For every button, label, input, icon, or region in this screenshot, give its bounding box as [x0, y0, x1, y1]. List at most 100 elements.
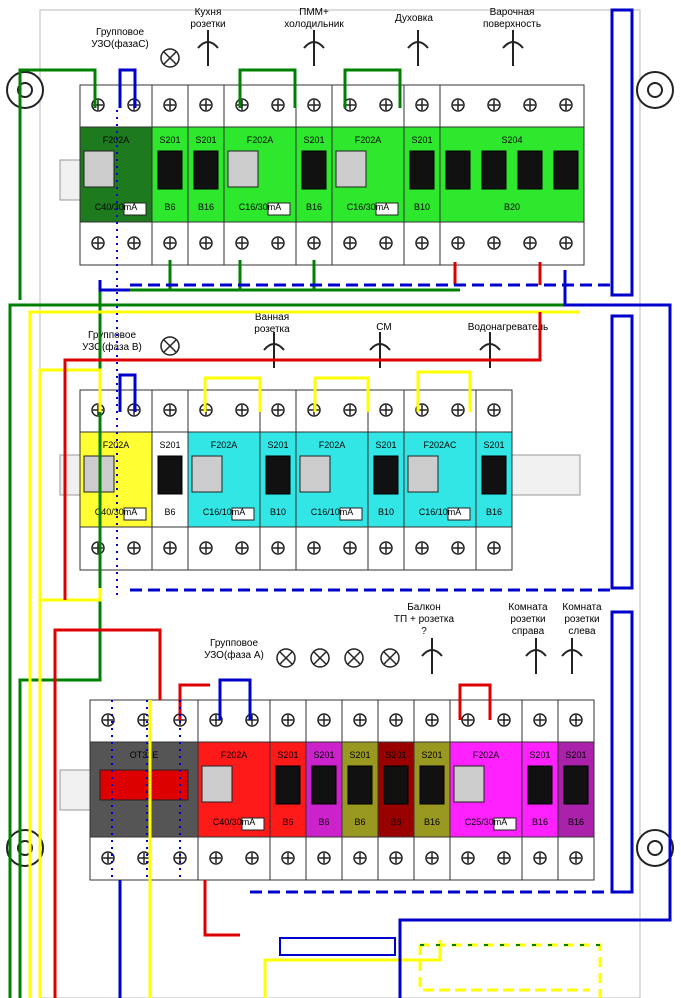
- module-rating-label: B6: [164, 202, 175, 212]
- load-label: слева: [568, 626, 596, 637]
- load-label: Водонагреватель: [468, 322, 549, 333]
- load-label: розетки: [190, 19, 225, 30]
- module-rating-label: C16/30mA: [347, 202, 390, 212]
- socket-icon: [525, 649, 547, 657]
- module-rating-label: B16: [424, 817, 440, 827]
- module-model-label: S201: [349, 750, 370, 760]
- module-model-label: F202A: [103, 440, 130, 450]
- wire-phase-c: [18, 290, 102, 998]
- load-label: розетка: [254, 324, 290, 335]
- mount-screw-icon: [6, 71, 44, 109]
- module-model-label: F202A: [473, 750, 500, 760]
- breaker-toggle-icon: [481, 455, 507, 495]
- breaker-toggle-icon: [553, 150, 579, 190]
- module-model-label: S201: [385, 750, 406, 760]
- module-rating-label: B6: [318, 817, 329, 827]
- wire-neutral: [279, 937, 396, 956]
- breaker-toggle-icon: [481, 150, 507, 190]
- load-label: Комната: [508, 602, 548, 613]
- load-label: Балкон: [407, 602, 441, 613]
- module-rating-label: B6: [282, 817, 293, 827]
- wire-phase-a: [458, 683, 492, 720]
- socket-icon: [197, 41, 219, 49]
- breaker-toggle-icon: [517, 150, 543, 190]
- switch-handle-icon: [99, 769, 189, 801]
- load-label: Комната: [562, 602, 602, 613]
- load-label: ТП + розетка: [394, 614, 455, 625]
- breaker-toggle-icon: [527, 765, 553, 805]
- mount-screw-icon: [17, 840, 33, 856]
- test-button-icon: [241, 817, 265, 831]
- module-rating-label: C40/30mA: [95, 202, 138, 212]
- module-model-label: F202A: [355, 135, 382, 145]
- breaker-toggle-icon: [157, 455, 183, 495]
- wire-phase-a: [63, 312, 542, 600]
- group-rcd-label: Групповое: [88, 330, 136, 341]
- test-button-icon: [447, 507, 471, 521]
- module-rcd: [197, 699, 271, 881]
- wire-phase-b: [263, 940, 442, 998]
- socket-icon: [502, 41, 524, 49]
- breaker-toggle-icon: [193, 150, 219, 190]
- module-rcd: [295, 389, 369, 571]
- load-label: Кухня: [195, 7, 222, 18]
- lamp-icon: [163, 51, 177, 65]
- wire-neutral: [218, 678, 252, 720]
- module-rating-label: B10: [378, 507, 394, 517]
- module-model-label: F202A: [211, 440, 238, 450]
- module-rating-label: B16: [532, 817, 548, 827]
- mount-screw-icon: [647, 82, 663, 98]
- socket-icon: [479, 343, 501, 351]
- breaker-toggle-icon: [373, 455, 399, 495]
- module-model-label: S201: [195, 135, 216, 145]
- module-model-label: S201: [277, 750, 298, 760]
- module-rating-label: C16/10mA: [311, 507, 354, 517]
- wire-phase-b: [38, 368, 102, 600]
- module-model-label: S201: [303, 135, 324, 145]
- breaker-toggle-icon: [301, 150, 327, 190]
- module-rating-label: B6: [354, 817, 365, 827]
- socket-icon: [421, 649, 443, 657]
- breaker-toggle-icon: [563, 765, 589, 805]
- group-rcd-label: Групповое: [210, 638, 258, 649]
- socket-icon: [369, 343, 391, 351]
- module-rating-label: B10: [270, 507, 286, 517]
- load-label: справа: [512, 626, 545, 637]
- load-label: розетки: [564, 614, 599, 625]
- module-model-label: S201: [421, 750, 442, 760]
- wire-phase-c: [238, 68, 297, 108]
- load-label: поверхность: [483, 19, 541, 30]
- module-model-label: F202A: [221, 750, 248, 760]
- load-label: Варочная: [490, 7, 535, 18]
- lamp-icon: [383, 651, 397, 665]
- module-rating-label: B16: [486, 507, 502, 517]
- load-label: Духовка: [395, 13, 433, 24]
- module-model-label: F202A: [247, 135, 274, 145]
- breaker-toggle-icon: [419, 765, 445, 805]
- breaker-toggle-icon: [383, 765, 409, 805]
- socket-icon: [303, 41, 325, 49]
- module-rating-label: B16: [568, 817, 584, 827]
- mount-screw-icon: [17, 82, 33, 98]
- rail-clamp: [610, 314, 634, 590]
- module-model-label: S201: [411, 135, 432, 145]
- socket-icon: [263, 343, 285, 351]
- lamp-icon: [279, 651, 293, 665]
- load-label: холодильник: [284, 19, 344, 30]
- wire-neutral: [118, 68, 137, 108]
- test-button-icon: [123, 507, 147, 521]
- test-button-icon: [375, 202, 399, 216]
- load-label: ?: [421, 626, 427, 637]
- mount-screw-icon: [6, 829, 44, 867]
- module-model-label: S201: [313, 750, 334, 760]
- module-model-label: S204: [501, 135, 522, 145]
- module-model-label: S201: [159, 440, 180, 450]
- module-model-label: F202A: [319, 440, 346, 450]
- module-model-label: S201: [159, 135, 180, 145]
- group-rcd-label: УЗО(фазаС): [91, 38, 149, 50]
- test-button-icon: [493, 817, 517, 831]
- module-rating-label: C16/10mA: [203, 507, 246, 517]
- wire-phase-a: [453, 262, 542, 285]
- module-model-label: OT32E: [130, 750, 159, 760]
